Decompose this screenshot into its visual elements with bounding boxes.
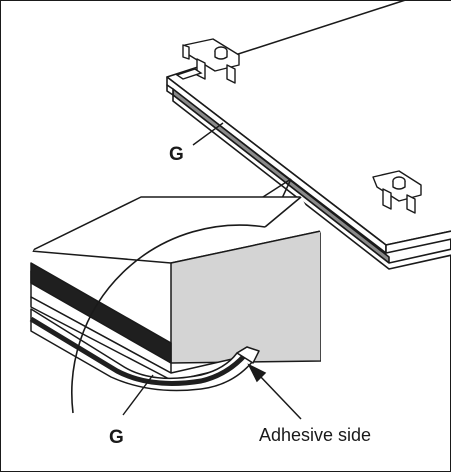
leader-line-g-top bbox=[192, 122, 224, 146]
label-adhesive-side: Adhesive side bbox=[259, 425, 372, 445]
magnified-detail bbox=[29, 196, 322, 392]
label-g-bottom: G bbox=[109, 427, 124, 448]
magnifier-circle bbox=[71, 224, 266, 414]
label-g-top: G bbox=[169, 144, 184, 165]
panel-corner-tab bbox=[175, 68, 203, 80]
adhesive-arrow bbox=[247, 363, 302, 420]
leader-line-g-bottom bbox=[122, 374, 154, 416]
clamp-bracket-right bbox=[372, 170, 422, 214]
